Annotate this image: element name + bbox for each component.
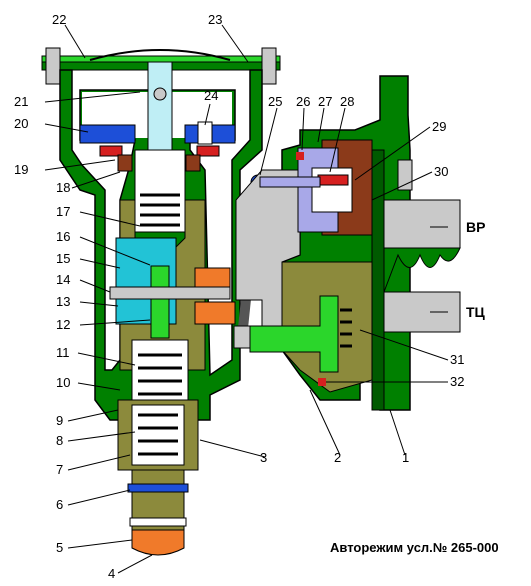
pin-14: [109, 286, 231, 300]
port-vr: [383, 199, 461, 249]
upper-cavity: [134, 149, 186, 233]
callout-7: 7: [56, 462, 63, 477]
callout-23: 23: [208, 12, 222, 27]
main-housing: [41, 47, 281, 556]
lever-orange-2: [194, 301, 236, 325]
diaphragm-left: [79, 124, 136, 144]
callout-16: 16: [56, 229, 70, 244]
callout-4: 4: [108, 566, 115, 581]
seal-26: [296, 152, 304, 160]
callout-26: 26: [296, 94, 310, 109]
leader-lines: [44, 24, 449, 574]
callout-2: 2: [334, 450, 341, 465]
seal-right: [196, 145, 220, 157]
callout-25: 25: [268, 94, 282, 109]
callout-numbers: 22 23 21 20 24 19 18 17 16 15 14 13 12 1…: [14, 12, 486, 581]
flange-bar: [371, 149, 385, 411]
port-lobes: [383, 247, 461, 293]
valve-seal-28: [317, 174, 349, 186]
callout-19: 19: [14, 162, 28, 177]
diagram-caption: Авторежим усл.№ 265-000: [330, 540, 499, 555]
right-housing: [235, 75, 461, 411]
lever-orange: [194, 267, 231, 289]
callout-15: 15: [56, 251, 70, 266]
callout-13: 13: [56, 294, 70, 309]
callout-21: 21: [14, 94, 28, 109]
bolt-right: [261, 47, 277, 85]
bolt-left: [45, 47, 61, 85]
callout-1: 1: [402, 450, 409, 465]
callout-14: 14: [56, 272, 70, 287]
bolt-30: [397, 159, 413, 191]
callout-3: 3: [260, 450, 267, 465]
upper-spring: [140, 193, 180, 227]
dome: [89, 49, 231, 61]
callout-8: 8: [56, 433, 63, 448]
piston-31: [249, 295, 339, 373]
callout-28: 28: [340, 94, 354, 109]
blue-ring: [127, 483, 189, 493]
ring-19-right: [185, 154, 201, 172]
rod-bolt: [153, 87, 167, 101]
callout-10: 10: [56, 375, 70, 390]
ring-19-left: [117, 154, 133, 172]
roller: [131, 529, 185, 556]
callout-20: 20: [14, 116, 28, 131]
valve-stem-27: [259, 176, 321, 188]
seal-32: [318, 378, 326, 386]
port-tc: [383, 291, 461, 333]
port-label-tc: ТЦ: [466, 304, 486, 320]
callout-9: 9: [56, 413, 63, 428]
piston-31-spring: [340, 308, 352, 348]
clamp: [129, 517, 187, 527]
callout-5: 5: [56, 540, 63, 555]
callout-11: 11: [56, 345, 70, 360]
callout-29: 29: [432, 119, 446, 134]
lower-cavity: [131, 339, 189, 401]
callout-27: 27: [318, 94, 332, 109]
callout-22: 22: [52, 12, 66, 27]
valve-24: [197, 121, 213, 145]
nut-spring: [138, 413, 178, 456]
callout-30: 30: [434, 164, 448, 179]
port-label-vr: ВР: [466, 219, 485, 235]
central-rod: [147, 61, 173, 151]
callout-12: 12: [56, 317, 70, 332]
callout-31: 31: [450, 352, 464, 367]
callout-17: 17: [56, 204, 70, 219]
callout-32: 32: [450, 374, 464, 389]
seal-left: [99, 145, 123, 157]
green-stem: [150, 265, 170, 339]
callout-6: 6: [56, 497, 63, 512]
callout-24: 24: [204, 88, 218, 103]
lower-spring: [138, 353, 182, 396]
callout-18: 18: [56, 180, 70, 195]
